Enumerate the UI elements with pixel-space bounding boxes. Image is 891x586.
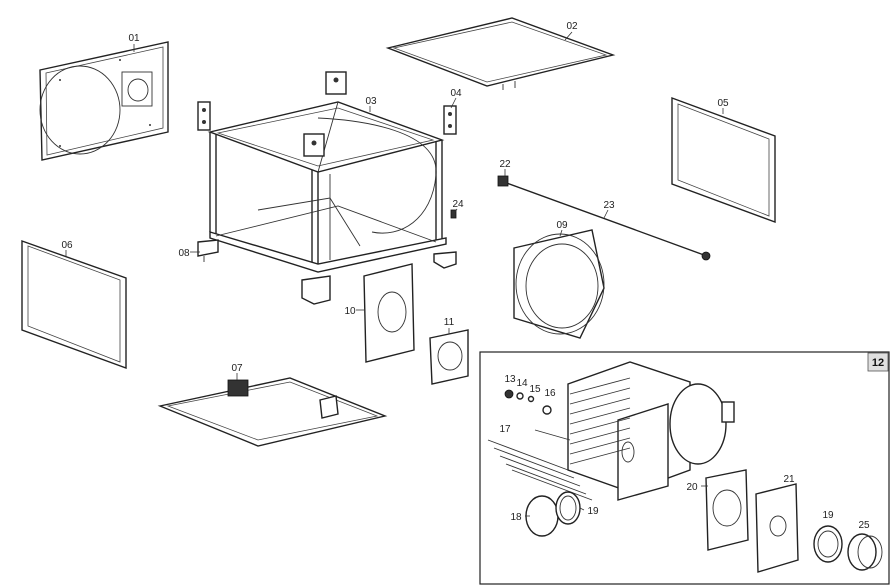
callout-20: 20: [686, 482, 698, 493]
part-10-mounting-plate: [363, 263, 415, 363]
part-15-ring: [527, 395, 535, 403]
callout-19-right: 19: [822, 510, 834, 521]
callout-14: 14: [516, 378, 528, 389]
part-02-top-cover: [385, 17, 616, 90]
part-21-plate: [755, 483, 799, 573]
callout-03: 03: [365, 96, 377, 107]
callout-21: 21: [783, 474, 795, 485]
part-17-heating-elements: [487, 439, 593, 501]
part-13-nut: [504, 389, 514, 399]
part-12-heater-assembly: [567, 361, 735, 501]
part-24-screw: [450, 209, 457, 219]
bracket-left: [197, 101, 211, 131]
callout-15: 15: [529, 384, 541, 395]
leader-lines: [65, 31, 724, 517]
callout-06: 06: [61, 240, 73, 251]
callout-01: 01: [128, 33, 140, 44]
part-09-inlet-panel: [513, 229, 605, 339]
callout-22: 22: [499, 159, 511, 170]
part-14-washer: [516, 392, 524, 400]
callout-04: 04: [450, 88, 462, 99]
part-03-main-frame: [207, 71, 447, 273]
foot-right: [433, 251, 457, 269]
part-08-foot: [197, 239, 219, 262]
callout-02: 02: [566, 21, 578, 32]
callout-08: 08: [178, 248, 190, 259]
part-23-sensor-cable: [497, 175, 711, 261]
callout-16: 16: [544, 388, 556, 399]
part-18-gasket: [525, 495, 559, 537]
detail-badge-label: 12: [872, 357, 884, 369]
callout-05: 05: [717, 98, 729, 109]
part-01-side-panel-with-opening: [39, 41, 169, 161]
part-20-plate: [705, 469, 749, 551]
detail-box-12: 12: [479, 351, 890, 585]
part-06-side-panel: [21, 240, 127, 370]
callout-25: 25: [858, 520, 870, 531]
callout-18: 18: [510, 512, 522, 523]
part-11-small-plate: [429, 329, 469, 385]
part-16-grommet: [542, 405, 552, 415]
callout-07: 07: [231, 363, 243, 374]
detail-badge: [867, 352, 889, 372]
callout-23: 23: [603, 200, 615, 211]
callout-17: 17: [499, 424, 511, 435]
part-07-bottom-panel: [157, 377, 388, 447]
part-05-side-panel: [671, 96, 776, 224]
callout-10: 10: [344, 306, 356, 317]
part-04-bracket: [443, 105, 457, 135]
part-25-collar: [847, 533, 883, 571]
callout-24: 24: [452, 199, 464, 210]
callout-11: 11: [444, 317, 455, 328]
callout-13: 13: [504, 374, 516, 385]
foot-front: [301, 275, 331, 305]
callout-19-left: 19: [587, 506, 599, 517]
callout-09: 09: [556, 220, 568, 231]
